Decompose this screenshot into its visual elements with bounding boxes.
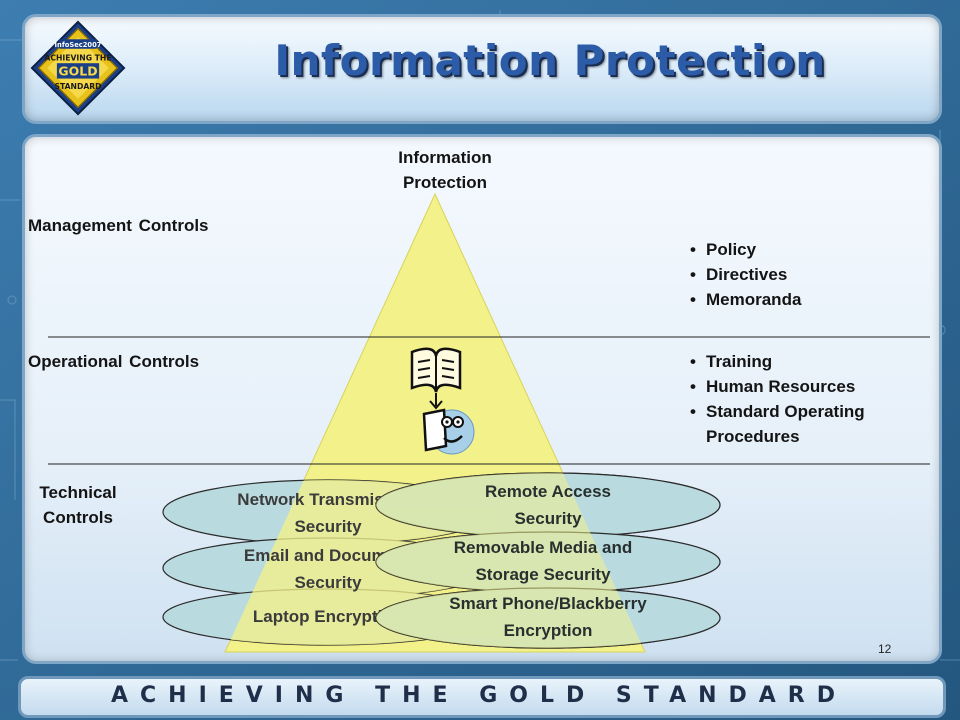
badge-text-achieving: ACHIEVING THE: [44, 53, 111, 62]
badge-text-gold: GOLD: [58, 64, 97, 79]
oval-text-line2: Security: [294, 517, 362, 536]
badge-text-infosec: InfoSec2007: [55, 41, 102, 49]
technical-controls-label-line2: Controls: [43, 508, 113, 527]
bullet-item: Human Resources: [688, 374, 938, 399]
apex-label-line1: Information: [398, 148, 492, 167]
oval-text-line1: Smart Phone/Blackberry: [449, 594, 647, 613]
oval-text-line1: Laptop Encryption: [252, 607, 404, 626]
oval-text-laptop-encryption: Laptop Encryption: [178, 603, 478, 630]
apex-label-line2: Protection: [402, 173, 488, 192]
oval-text-smart-phone: Smart Phone/Blackberry Encryption: [393, 590, 703, 644]
oval-text-removable-media: Removable Media and Storage Security: [388, 534, 698, 588]
bullet-item: Training: [688, 349, 938, 374]
technical-controls-label: Technical Controls: [18, 480, 138, 530]
oval-text-line2: Security: [294, 573, 362, 592]
footer-bar: [18, 676, 946, 718]
oval-text-network-transmission: Network Transmission Security: [178, 486, 478, 540]
oval-text-line2: Storage Security: [475, 565, 611, 584]
oval-text-line2: Security: [514, 509, 582, 528]
title-panel: [22, 14, 942, 124]
bullet-item: Policy: [688, 237, 801, 262]
bullet-item: Standard Operating Procedures: [688, 399, 938, 449]
technical-controls-label-line1: Technical: [39, 483, 117, 502]
oval-text-line1: Removable Media and: [453, 538, 633, 557]
book-icon: [410, 347, 462, 393]
oval-text-remote-access: Remote Access Security: [393, 478, 703, 532]
page-title: Information Protection: [274, 36, 826, 85]
page-number: 12: [878, 642, 892, 656]
bullet-item: Memoranda: [688, 287, 801, 312]
management-bullets: Policy Directives Memoranda: [688, 237, 801, 312]
oval-text-line2: Encryption: [503, 621, 593, 640]
operational-controls-label: Operational Controls: [28, 352, 200, 371]
management-controls-label: Management Controls: [28, 216, 209, 235]
oval-text-line1: Remote Access: [485, 482, 611, 501]
oval-text-line1: Email and Document: [243, 546, 413, 565]
apex-label: Information Protection: [360, 145, 530, 195]
oval-text-email-document: Email and Document Security: [178, 542, 478, 596]
person-reading-icon: [422, 408, 475, 455]
gold-standard-badge-logo: InfoSec2007 ACHIEVING THE GOLD STANDARD: [30, 20, 126, 116]
oval-text-line1: Network Transmission: [237, 490, 419, 509]
footer-slogan: ACHIEVING THE GOLD STANDARD: [110, 683, 848, 708]
operational-bullets: Training Human Resources Standard Operat…: [688, 349, 938, 449]
bullet-item: Directives: [688, 262, 801, 287]
badge-text-standard: STANDARD: [54, 82, 101, 91]
